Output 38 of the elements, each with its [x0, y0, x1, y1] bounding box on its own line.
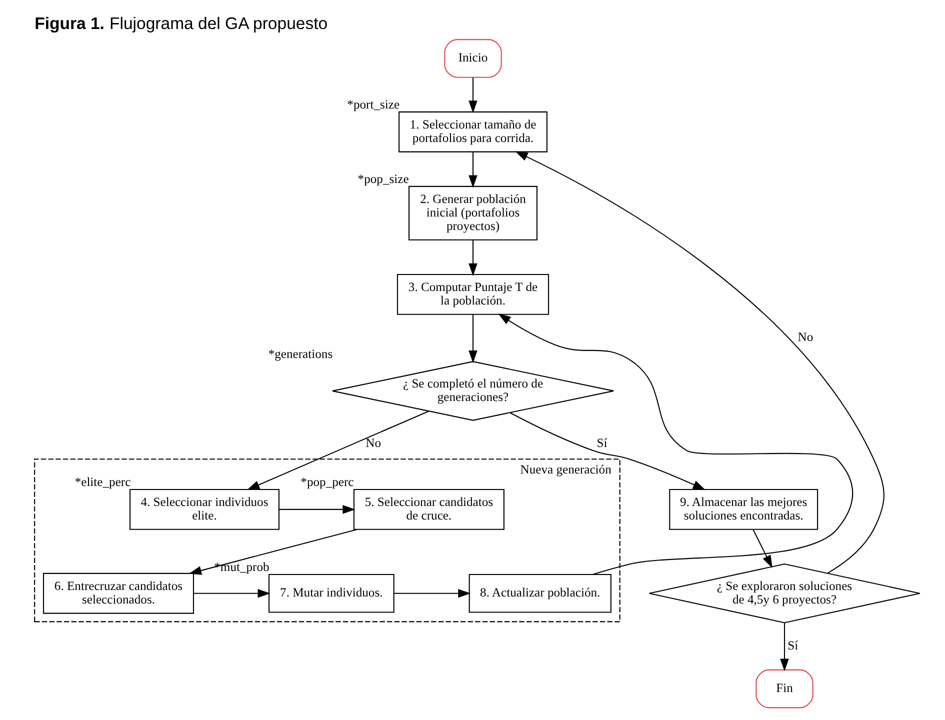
- arrow: [468, 78, 477, 114]
- node-box: 1. Seleccionar tamaño de portafolios para corrida.: [398, 111, 547, 152]
- arrow: [468, 240, 477, 276]
- node-diamond: ¿ Se completó el número de generaciones?: [331, 361, 614, 421]
- node-box: 4. Seleccionar individuos elite.: [129, 489, 279, 530]
- arrow: [498, 314, 852, 575]
- arrow: [468, 314, 477, 364]
- arrow: [780, 622, 788, 672]
- edge-label: Sí: [787, 638, 798, 653]
- node-label: *pop_perc: [300, 474, 354, 489]
- arrow: [468, 152, 477, 188]
- arrow: [278, 505, 355, 514]
- node-box: Inicio: [444, 39, 502, 78]
- node-box: 9. Almacenar las mejores soluciones encontradas.: [668, 489, 818, 530]
- node-label: *elite_perc: [74, 474, 130, 489]
- edge-label: No: [797, 330, 813, 344]
- node-box: 8. Actualizar población.: [468, 574, 611, 613]
- node-box: 2. Generar población inicial (portafolios proyectos): [408, 186, 537, 240]
- node-label: *pop_size: [357, 172, 408, 186]
- arrow: [188, 528, 357, 575]
- edge-label: No: [365, 436, 381, 450]
- arrow: [752, 529, 772, 568]
- node-box: 5. Seleccionar candidatos de cruce.: [352, 489, 504, 530]
- node-box: Fin: [755, 669, 813, 708]
- arrow: [514, 151, 884, 574]
- node-label: *mut_prob: [214, 560, 269, 574]
- arrow: [246, 410, 428, 490]
- node-box: 6. Entrecruzar candidatos seleccionados.: [42, 572, 194, 614]
- arrow: [193, 588, 270, 598]
- edge-label: Sí: [596, 436, 607, 450]
- node-box: 3. Computar Puntaje T de la población.: [396, 274, 549, 315]
- node-label: *generations: [268, 347, 332, 362]
- arrow: [509, 412, 705, 490]
- arrow: [394, 588, 470, 598]
- node-label: *port_size: [346, 97, 400, 112]
- node-diamond: ¿ Se exploraron soluciones de 4,5y 6 proyectos?: [648, 563, 920, 624]
- node-box: 7. Mutar individuos.: [268, 574, 394, 613]
- diagram-title: Figura 1. Flujograma del GA propuesto: [34, 14, 328, 33]
